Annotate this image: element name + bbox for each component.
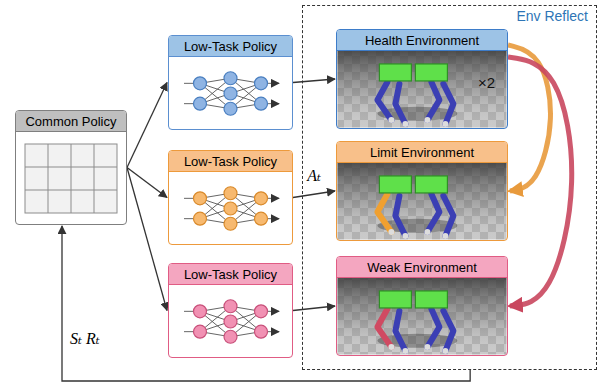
neural-net-icon [184,300,279,344]
transfer-arrow [508,45,550,191]
header-band: Health Environment [337,30,507,51]
flow-arrow [293,191,335,198]
group-title: Env Reflect [516,8,588,24]
environment-box: Weak Environment [336,256,508,356]
environment-box: Health Environment ×2 [336,29,508,129]
box-title: Health Environment [365,33,479,48]
common-policy-box: Common Policy [15,110,127,225]
robot-scene [338,51,507,128]
signal-label: Aₜ [305,167,323,185]
header-band: Limit Environment [337,142,507,163]
box-title: Low-Task Policy [184,267,277,282]
low-task-policy-box: Low-Task Policy [168,150,293,245]
flow-arrow [62,226,470,381]
signal-label: Sₜ Rₜ [68,330,102,348]
flow-arrow [293,306,335,311]
robot-scene [338,163,507,240]
robot-scene [338,278,507,355]
box-title: Low-Task Policy [184,154,277,169]
env-reflect-group: Env ReflectHealth Environment ×2Limit Env… [302,5,597,370]
low-task-policy-box: Low-Task Policy [168,35,293,130]
box-title: Low-Task Policy [184,39,277,54]
neural-net-icon [184,72,279,116]
box-title: Weak Environment [367,260,477,275]
header-band: Low-Task Policy [169,36,292,57]
environment-box: Limit Environment [336,141,508,241]
multiplier-label: ×2 [478,74,495,91]
neural-net-icon [184,187,279,231]
flow-arrow [127,168,167,198]
header-band: Weak Environment [337,257,507,278]
flow-arrow [293,79,335,83]
box-title: Limit Environment [370,145,474,160]
low-task-policy-box: Low-Task Policy [168,263,293,358]
header-band: Low-Task Policy [169,264,292,285]
policy-grid [25,144,117,213]
flow-arrow [127,83,167,168]
transfer-arrow [508,57,572,306]
flow-arrow [127,168,167,311]
header-band: Low-Task Policy [169,151,292,172]
header-band: Common Policy [16,111,126,132]
box-title: Common Policy [25,114,116,129]
